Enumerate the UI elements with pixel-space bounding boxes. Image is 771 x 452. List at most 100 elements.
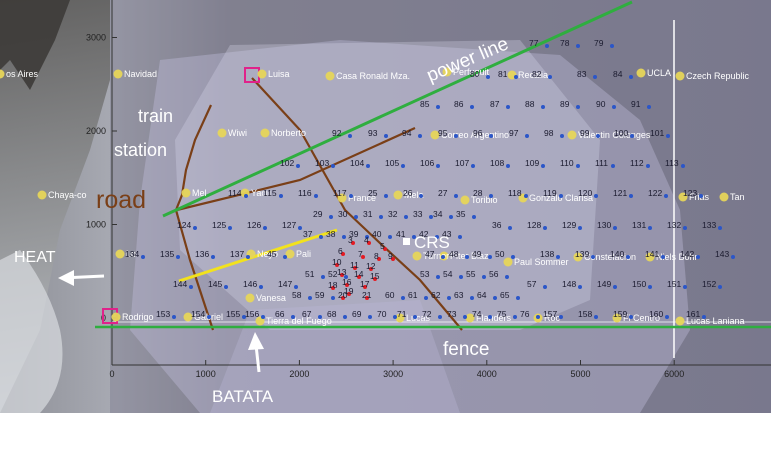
station-number: 42: [419, 229, 429, 239]
station-dot: [314, 194, 318, 198]
station-number: 3: [348, 235, 353, 245]
station-number: 127: [282, 220, 296, 230]
station-dot: [329, 215, 333, 219]
station-number: 114: [228, 188, 242, 198]
location-marker: [460, 195, 470, 205]
station-number: 4: [364, 235, 369, 245]
heat-label: HEAT: [14, 249, 56, 266]
station-number: 148: [562, 279, 576, 289]
location-label: Vanesa: [256, 293, 286, 303]
location-label: Wiwi: [228, 128, 247, 138]
station-number: 39: [349, 229, 359, 239]
station-number: 72: [422, 309, 432, 319]
station-dot: [365, 235, 369, 239]
station-dot: [506, 164, 510, 168]
station-number: 5: [380, 241, 385, 251]
location-label: France: [348, 193, 376, 203]
station-number: 71: [397, 309, 407, 319]
station-number: 144: [173, 279, 187, 289]
location-marker: [719, 192, 729, 202]
location-label: Roc: [544, 313, 561, 323]
station-number: 52: [328, 269, 338, 279]
station-number: 99: [580, 128, 590, 138]
station-dot: [384, 194, 388, 198]
station-dot: [702, 315, 706, 319]
station-dot: [482, 275, 486, 279]
station-number: 107: [455, 158, 469, 168]
station-dot: [357, 275, 361, 279]
station-dot: [242, 315, 246, 319]
station-number: 91: [631, 99, 641, 109]
station-dot: [629, 194, 633, 198]
station-number: 100: [614, 128, 628, 138]
station-dot: [348, 134, 352, 138]
station-dot: [591, 255, 595, 259]
x-tick-label: 3000: [383, 369, 403, 379]
station-dot: [681, 164, 685, 168]
station-number: 57: [527, 279, 537, 289]
station-dot: [294, 285, 298, 289]
station-number: 158: [578, 309, 592, 319]
station-number: 117: [333, 188, 347, 198]
train-station-label-2: station: [114, 140, 167, 160]
station-dot: [458, 235, 462, 239]
station-number: 103: [315, 158, 329, 168]
station-dot: [438, 315, 442, 319]
station-dot: [488, 315, 492, 319]
location-label: Perfuquit: [453, 67, 490, 77]
station-number: 122: [648, 188, 662, 198]
station-number: 6: [338, 246, 343, 256]
station-dot: [340, 273, 344, 277]
station-number: 110: [560, 158, 574, 168]
station-number: 128: [527, 220, 541, 230]
station-dot: [261, 315, 265, 319]
location-label: Frias: [689, 192, 709, 202]
location-marker: [37, 190, 47, 200]
station-dot: [594, 194, 598, 198]
station-number: 95: [438, 128, 448, 138]
station-number: 27: [438, 188, 448, 198]
station-number: 15: [370, 271, 380, 281]
station-dot: [493, 296, 497, 300]
station-number: 77: [529, 38, 539, 48]
station-number: 51: [305, 269, 315, 279]
location-label: Neyo: [257, 249, 278, 259]
station-number: 132: [667, 220, 681, 230]
station-number: 63: [454, 290, 464, 300]
station-dot: [379, 215, 383, 219]
station-dot: [731, 255, 735, 259]
station-number: 145: [208, 279, 222, 289]
station-dot: [263, 226, 267, 230]
station-number: 151: [667, 279, 681, 289]
station-dot: [365, 296, 369, 300]
station-number: 146: [243, 279, 257, 289]
station-number: 76: [520, 309, 530, 319]
station-number: 70: [377, 309, 387, 319]
station-number: 54: [443, 269, 453, 279]
station-number: 123: [683, 188, 697, 198]
station-number: 137: [230, 249, 244, 259]
station-dot: [342, 235, 346, 239]
location-marker: [393, 190, 403, 200]
station-dot: [578, 285, 582, 289]
station-number: 112: [630, 158, 644, 168]
fence-label: fence: [443, 339, 489, 360]
crs-marker-icon: [403, 238, 410, 245]
location-marker: [636, 68, 646, 78]
station-dot: [308, 296, 312, 300]
station-number: 130: [597, 220, 611, 230]
station-dot: [404, 215, 408, 219]
station-number: 19: [344, 286, 354, 296]
location-label: Fl Centro: [623, 313, 660, 323]
station-number: 37: [303, 229, 313, 239]
station-number: 14: [354, 269, 364, 279]
x-tick-label: 5000: [570, 369, 590, 379]
station-dot: [629, 75, 633, 79]
station-number: 105: [385, 158, 399, 168]
station-number: 74: [472, 309, 482, 319]
location-marker: [245, 293, 255, 303]
station-dot: [472, 215, 476, 219]
location-marker: [181, 188, 191, 198]
station-dot: [578, 226, 582, 230]
station-dot: [612, 105, 616, 109]
